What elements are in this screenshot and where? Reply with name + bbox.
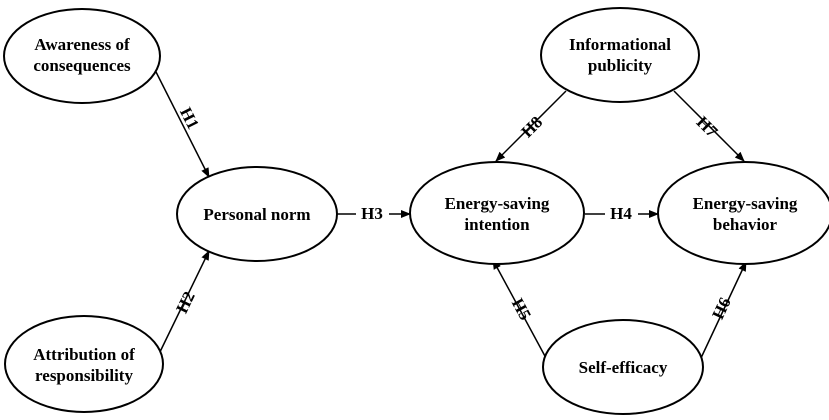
edge-h4-label: H4 xyxy=(610,204,632,223)
node-intention-label-line1: Energy-saving xyxy=(445,194,550,213)
edge-h2-arrow xyxy=(157,250,210,357)
node-energy-saving-intention: Energy-saving intention xyxy=(409,161,585,265)
edge-h4: H4 xyxy=(585,204,659,224)
node-energy-saving-behavior: Energy-saving behavior xyxy=(657,161,829,265)
node-attribution-label-line1: Attribution of xyxy=(33,345,135,364)
edge-h7-label: H7 xyxy=(693,112,722,141)
node-awareness-label-line1: Awareness of xyxy=(34,35,130,54)
edge-h2: H2 xyxy=(157,250,210,357)
edge-h5: H5 xyxy=(492,259,547,359)
node-awareness-label-line2: consequences xyxy=(33,56,131,75)
edge-h6-arrow xyxy=(700,261,747,359)
node-attribution-label-line2: responsibility xyxy=(35,366,133,385)
edge-h7-arrow xyxy=(673,90,745,162)
edge-h5-label: H5 xyxy=(508,295,535,323)
edge-h3: H3 xyxy=(337,204,411,224)
node-informational-label-line2: publicity xyxy=(588,56,653,75)
node-intention-label-line2: intention xyxy=(464,215,530,234)
node-personal-norm-label: Personal norm xyxy=(203,205,310,224)
edge-h1-label: H1 xyxy=(176,104,203,132)
node-attribution-of-responsibility: Attribution of responsibility xyxy=(4,315,164,413)
edge-h6: H6 xyxy=(700,261,747,359)
edge-h3-label-bg xyxy=(356,204,389,224)
edge-h8-arrow xyxy=(495,90,567,162)
node-personal-norm: Personal norm xyxy=(176,166,338,262)
node-behavior-label-line2: behavior xyxy=(713,215,778,234)
edge-h5-arrow xyxy=(492,259,547,359)
node-self-efficacy-label: Self-efficacy xyxy=(579,358,668,377)
node-behavior-label-line1: Energy-saving xyxy=(693,194,798,213)
node-informational-publicity: Informational publicity xyxy=(540,7,700,103)
edge-h1: H1 xyxy=(149,59,210,178)
edge-h1-arrow xyxy=(149,59,210,178)
node-self-efficacy: Self-efficacy xyxy=(542,319,704,415)
node-awareness-of-consequences: Awareness of consequences xyxy=(3,8,161,104)
edge-h3-label: H3 xyxy=(361,204,383,223)
edge-h8: H8 xyxy=(495,90,567,162)
edge-h4-label-bg xyxy=(605,204,638,224)
edge-h2-label: H2 xyxy=(172,288,199,316)
edge-h6-label: H6 xyxy=(708,294,734,322)
edge-h8-label: H8 xyxy=(517,112,546,141)
node-informational-label-line1: Informational xyxy=(569,35,671,54)
edge-h7: H7 xyxy=(673,90,745,162)
